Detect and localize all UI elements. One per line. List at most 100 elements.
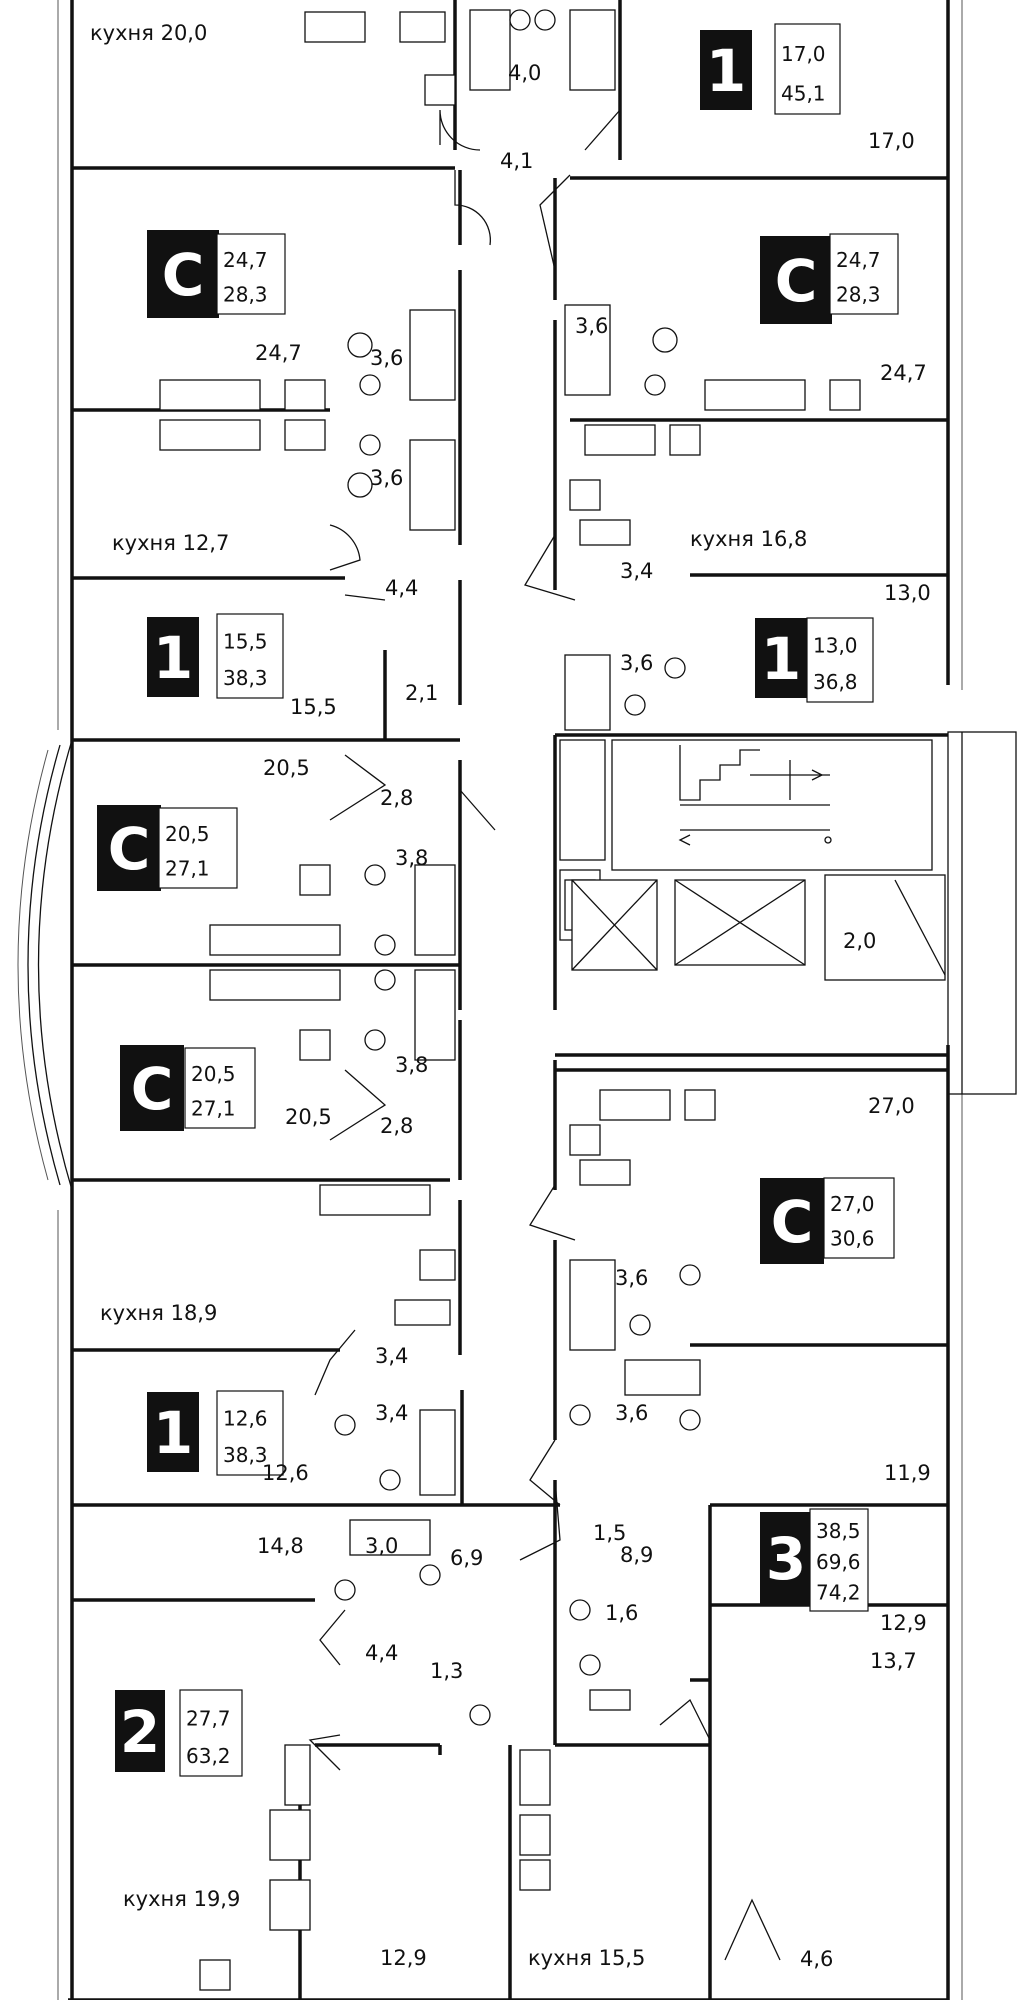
area-box [806,617,874,703]
area-box [829,233,899,315]
bathtub-icon [469,9,511,91]
room-area-label: 3,4 [375,1401,408,1425]
toilet-icon [629,1314,651,1336]
apartment-area-value: 27,0 [830,1192,875,1216]
kitchen-fixtures [159,11,861,1991]
badge-background [700,30,752,110]
room-area-label: 4,6 [800,1947,833,1971]
room-area-label: 2,8 [380,786,413,810]
badge-background [760,1178,824,1264]
room-area-label: 27,0 [868,1094,915,1118]
apartment-type-label: 1 [761,625,801,693]
sink-icon [284,419,326,451]
sink-icon [664,657,686,679]
apartment-area-value: 17,0 [781,42,826,66]
room-area-label: 13,0 [884,581,931,605]
apartment-type-label: C [162,241,205,309]
room-area-label: 4,1 [500,149,533,173]
room-area-label: 12,6 [262,1461,309,1485]
apartment-area-value: 28,3 [836,283,881,307]
ventilation-icon [519,1859,551,1891]
sink-icon [299,1029,331,1061]
badge-background [120,1045,184,1131]
apartment-area-value: 74,2 [816,1581,861,1605]
toilet-icon [334,1579,356,1601]
apartment-area-value: 38,5 [816,1519,861,1543]
stove-icon [209,969,341,1001]
sink-icon [299,864,331,896]
apartment-area-value: 63,2 [186,1744,231,1768]
badge-background [147,1392,199,1472]
apartment-area-value: 27,7 [186,1706,231,1730]
toilet-icon [579,1654,601,1676]
room-area-label: 3,6 [615,1401,648,1425]
room-area-label: 24,7 [255,341,302,365]
sink-icon [347,332,373,358]
room-area-label: 3,8 [395,1053,428,1077]
apartment-type-label: 3 [766,1525,806,1593]
badge-background [147,617,199,697]
area-box [823,1177,895,1259]
room-area-label: 3,8 [395,846,428,870]
badge-background [97,805,161,891]
ventilation-icon [669,424,701,456]
stove-icon [319,1184,431,1216]
room-area-label: кухня 20,0 [90,21,207,45]
apartment-area-value: 28,3 [223,283,268,307]
toilet-icon [374,934,396,956]
bathtub-icon [419,1409,456,1496]
apartment-area-value: 20,5 [191,1062,236,1086]
apartment-area-value: 38,3 [223,1443,268,1467]
sink-icon [364,864,386,886]
bathtub-icon [409,309,456,401]
room-area-label: 3,0 [365,1534,398,1558]
shower-icon [579,519,631,546]
exterior-walls [17,0,1017,2000]
toilet-icon [359,434,381,456]
toilet-icon [469,1704,491,1726]
apartment-area-value: 30,6 [830,1227,875,1251]
area-box [216,1390,284,1476]
room-area-label: 14,8 [257,1534,304,1558]
bathtub-icon [624,1359,701,1396]
area-box [158,807,238,889]
apartment-area-value: 36,8 [813,670,858,694]
room-area-label: кухня 18,9 [100,1301,217,1325]
bathtub-icon [409,439,456,531]
apartment-area-value: 20,5 [165,822,210,846]
area-box [179,1689,243,1777]
badge-background [147,230,219,318]
staircase-icon [678,745,832,846]
room-area-label: 17,0 [868,129,915,153]
sink-icon [569,1404,591,1426]
badge-background [755,618,807,698]
room-area-label: 4,4 [365,1641,398,1665]
room-area-label: 24,7 [880,361,927,385]
stove-icon [269,1809,311,1861]
apartment-type-label: C [131,1055,174,1123]
apartment-area-value: 69,6 [816,1550,861,1574]
apartment-area-value: 27,1 [165,857,210,881]
toilet-icon [509,9,531,31]
sink-icon [284,1744,311,1806]
room-area-label: 4,0 [508,61,541,85]
apartment-area-value: 27,1 [191,1097,236,1121]
room-area-label: 15,5 [290,695,337,719]
sink-icon [569,1124,601,1156]
apartment-area-value: 12,6 [223,1407,268,1431]
room-area-label: 8,9 [620,1543,653,1567]
bathtub-icon [564,304,611,396]
room-area-label: 3,6 [615,1266,648,1290]
room-area-label: кухня 12,7 [112,531,229,555]
elevator-icon [674,879,806,966]
bathtub-icon [414,969,456,1061]
